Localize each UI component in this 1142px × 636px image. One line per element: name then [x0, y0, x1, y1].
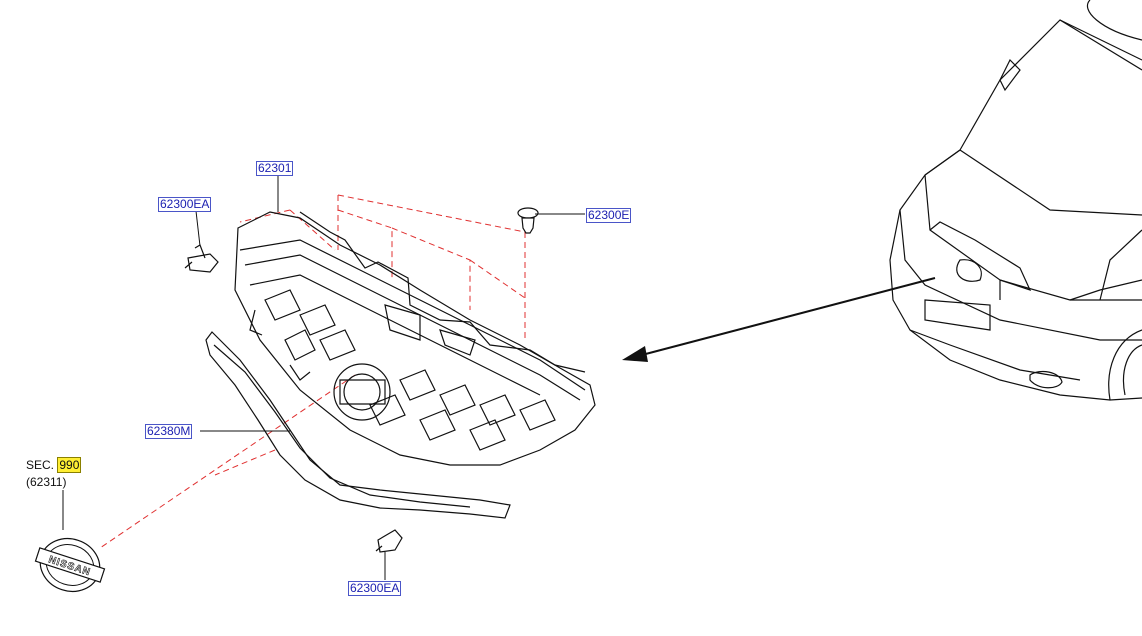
section-reference: SEC. 990 — [26, 457, 82, 473]
clip-left-part — [184, 244, 219, 273]
callout-62300e[interactable]: 62300E — [586, 208, 632, 223]
front-grille-assembly — [234, 211, 596, 466]
section-number[interactable]: 990 — [57, 457, 82, 473]
section-prefix: SEC. — [26, 458, 55, 472]
callout-leaders — [62, 175, 585, 580]
callout-62380m[interactable]: 62380M — [145, 424, 193, 439]
vehicle-front-illustration — [889, 0, 1142, 401]
callout-62300ea-left[interactable]: 62300EA — [158, 197, 212, 212]
section-subref: (62311) — [26, 475, 67, 489]
leader-arrow — [622, 277, 936, 362]
callout-62300ea-bottom[interactable]: 62300EA — [348, 581, 402, 596]
assembly-dashed-lines — [99, 194, 526, 549]
callout-62301[interactable]: 62301 — [256, 161, 294, 176]
grille-molding-strip — [205, 331, 511, 519]
clip-top-part — [517, 207, 539, 234]
clip-bottom-part — [375, 529, 403, 553]
nissan-emblem: NISSAN — [34, 537, 106, 593]
